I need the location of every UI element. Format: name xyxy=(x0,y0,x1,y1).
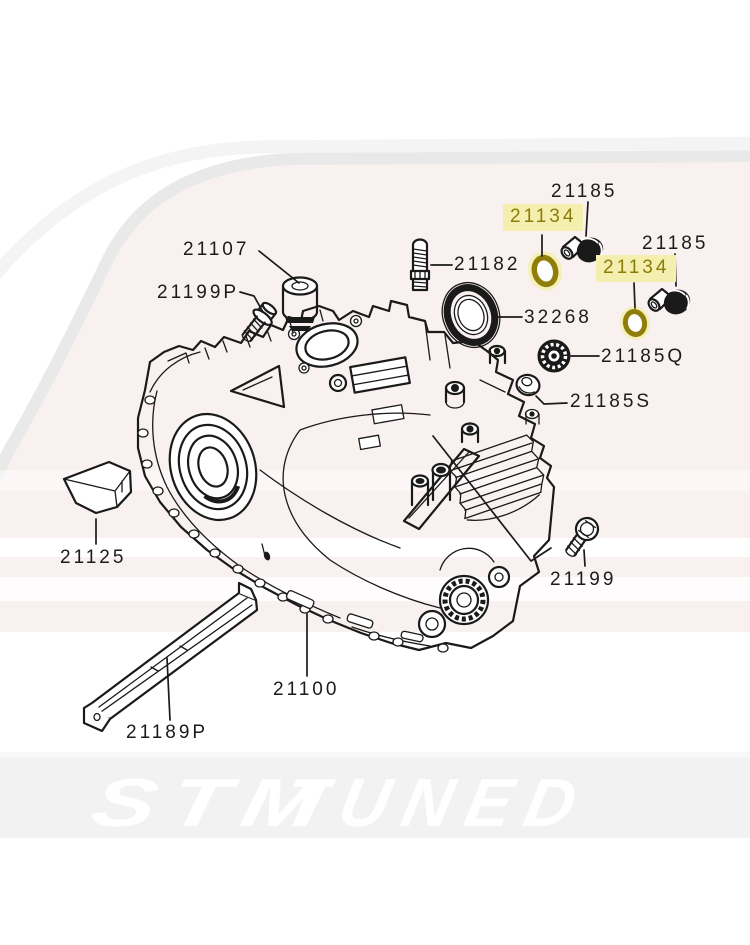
part-21134-oring-a-drawing xyxy=(527,251,563,291)
part-21134-oring-b-drawing xyxy=(619,306,651,340)
case-shaft-cluster xyxy=(417,547,511,639)
part-label-21185-b: 21185 xyxy=(642,233,709,254)
part-21107-plug-drawing xyxy=(281,276,319,331)
part-21125-bracket-drawing xyxy=(62,460,133,515)
part-label-21199: 21199 xyxy=(550,569,617,590)
part-21185-plug-a-drawing xyxy=(560,235,604,263)
part-21185Q-cap-drawing xyxy=(537,339,571,373)
part-32268-seal-drawing xyxy=(441,282,501,348)
part-21189P-rail-drawing xyxy=(82,581,259,733)
background-swoosh xyxy=(0,136,750,632)
part-label-21125: 21125 xyxy=(60,547,127,568)
part-label-21185Q: 21185Q xyxy=(601,346,686,367)
case-top-plate xyxy=(349,356,411,451)
case-bosses xyxy=(444,344,540,444)
case-stud-bosses xyxy=(402,447,481,531)
part-21185-plug-b-drawing xyxy=(647,287,691,315)
part-label-21185S: 21185S xyxy=(570,391,653,412)
part-21199-bolt-drawing xyxy=(565,516,600,557)
part-label-21134-a-highlighted: 21134 xyxy=(503,204,584,231)
part-label-21100: 21100 xyxy=(273,679,340,700)
flange-bolt-holes xyxy=(137,395,449,653)
part-label-32268: 32268 xyxy=(524,307,592,328)
part-label-21185-a: 21185 xyxy=(551,181,618,202)
part-label-21134-b-highlighted: 21134 xyxy=(596,255,677,282)
transmission-case-drawing xyxy=(136,299,556,653)
part-21182-stud-drawing xyxy=(409,238,431,292)
part-label-21182: 21182 xyxy=(454,254,521,275)
part-21185S-cap-drawing xyxy=(515,373,541,397)
bell-housing-bore xyxy=(168,412,258,522)
case-rib-fins xyxy=(449,434,545,521)
part-label-21107: 21107 xyxy=(183,239,250,260)
part-label-21189P: 21189P xyxy=(126,722,209,743)
watermark-band: STM TUNED xyxy=(0,752,750,841)
part-label-21199P: 21199P xyxy=(157,282,240,303)
top-bore-ring xyxy=(287,314,363,393)
